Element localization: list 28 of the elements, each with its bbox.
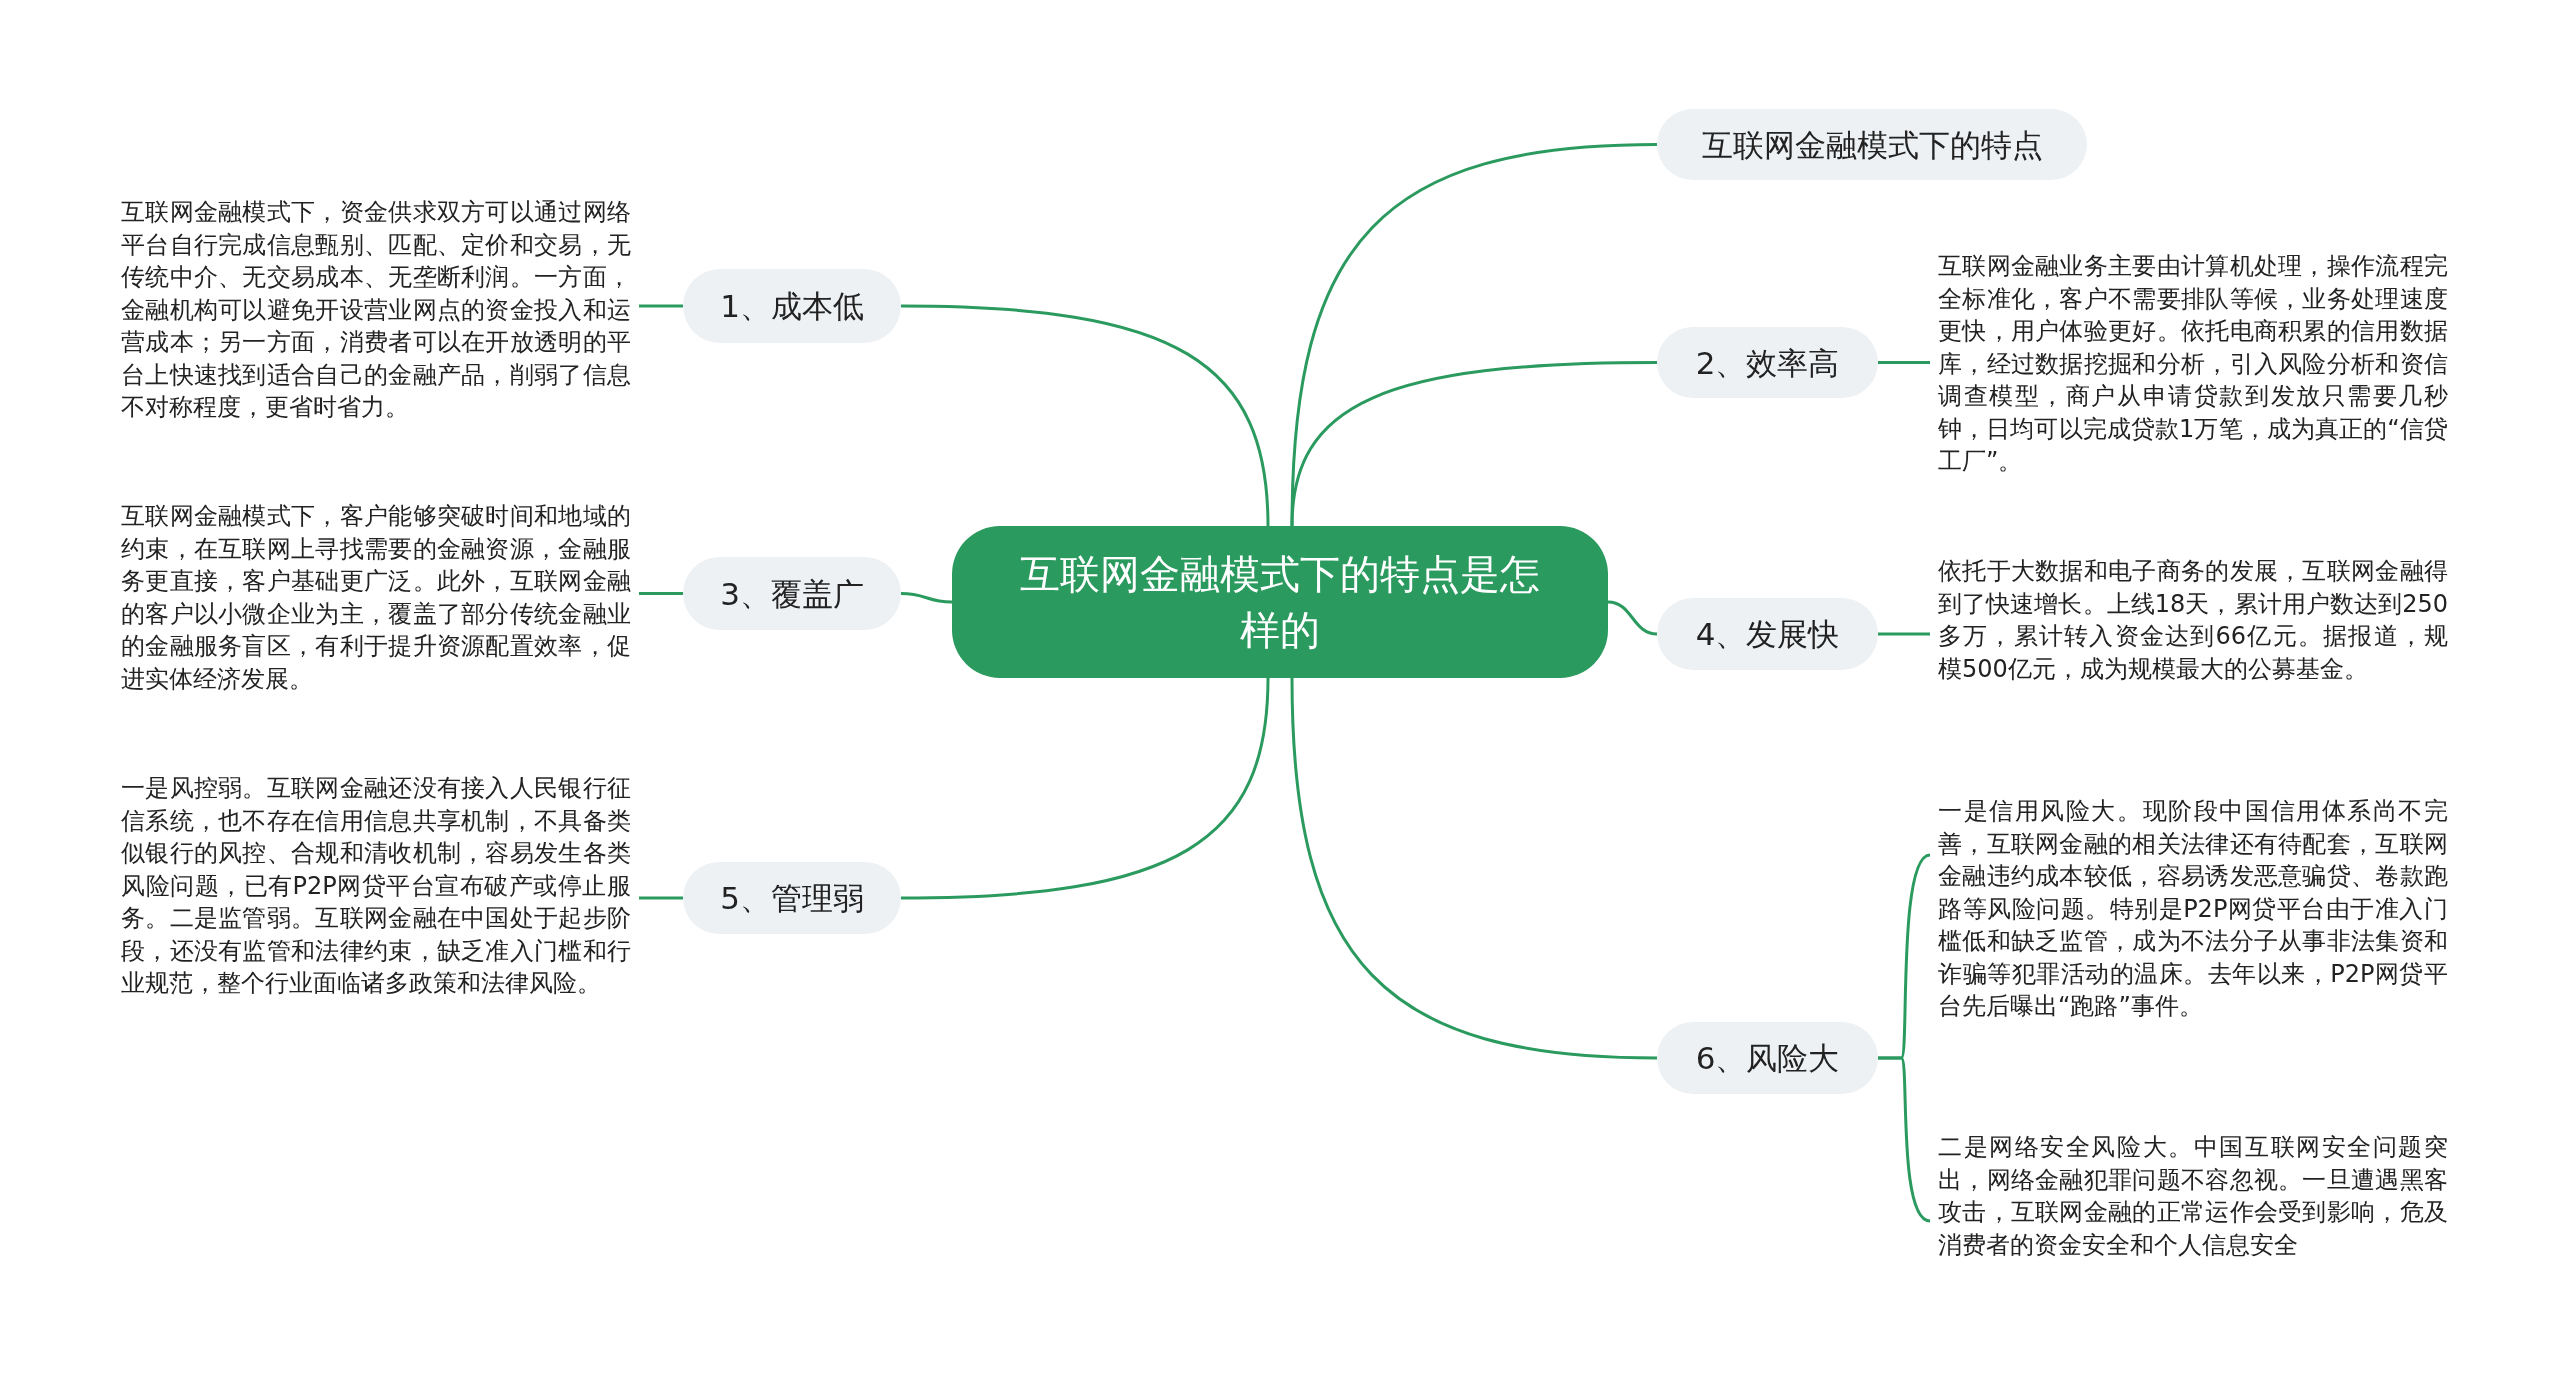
topic-box: 互联网金融模式下的特点是怎样的: [952, 526, 1608, 678]
description-text: 一是信用风险大。现阶段中国信用体系尚不完善，互联网金融的相关法律还有待配套，互联网金融违约成本较低，容易诱发恶意骗贷、卷款跑路等风险问题。特别是P2P网贷平台由于准入门槛低和缺乏监管，成为不法分子从事非法集资和诈骗等犯罪活动的温床。去年以来，P2P网贷平台先后曝出“跑路”事件。: [1938, 795, 2448, 1023]
connector-line: [639, 592, 683, 595]
connector-line: [900, 304, 1270, 527]
connector-line: [900, 677, 1270, 900]
connector-line: [900, 592, 953, 604]
description-text: 互联网金融模式下，客户能够突破时间和地域的约束，在互联网上寻找需要的金融资源，金融服务更直接，客户基础更广泛。此外，互联网金融的客户以小微企业为主，覆盖了部分传统金融业的金融服务盲区，有利于提升资源配置效率，促进实体经济发展。: [121, 500, 631, 695]
connector-line: [1290, 143, 1658, 527]
connector-line: [639, 896, 683, 900]
branch-box: 3、覆盖广: [683, 557, 901, 630]
description-text: 二是网络安全风险大。中国互联网安全问题突出，网络金融犯罪问题不容忽视。一旦遭遇黑客攻击，互联网金融的正常运作会受到影响，危及消费者的资金安全和个人信息安全: [1938, 1131, 2448, 1261]
branch-box: 4、发展快: [1657, 598, 1878, 670]
branch-box: 5、管理弱: [683, 862, 901, 934]
description-text: 互联网金融模式下，资金供求双方可以通过网络平台自行完成信息甄别、匹配、定价和交易，无传统中介、无交易成本、无垄断利润。一方面，金融机构可以避免开设营业网点的资金投入和运营成本；另一方面，消费者可以在开放透明的平台上快速找到适合自己的金融产品，削弱了信息不对称程度，更省时省力。: [121, 196, 631, 424]
branch-box: 2、效率高: [1657, 327, 1878, 398]
connector-line: [1878, 1056, 1931, 1223]
connector-line: [1878, 632, 1930, 636]
description-text: 依托于大数据和电子商务的发展，互联网金融得到了快速增长。上线18天，累计用户数达到250多万，累计转入资金达到66亿元。据报道，规模500亿元，成为规模最大的公募基金。: [1938, 555, 2448, 685]
connector-line: [1878, 361, 1930, 364]
branch-box: 1、成本低: [683, 269, 901, 343]
connector-line: [1290, 677, 1658, 1060]
connector-line: [1290, 361, 1657, 527]
description-text: 互联网金融业务主要由计算机处理，操作流程完全标准化，客户不需要排队等候，业务处理速度更快，用户体验更好。依托电商积累的信用数据库，经过数据挖掘和分析，引入风险分析和资信调查模型，商户从申请贷款到发放只需要几秒钟，日均可以完成贷款1万笔，成为真正的“信贷工厂”。: [1938, 250, 2448, 478]
connector-line: [639, 304, 683, 308]
branch-box: 互联网金融模式下的特点: [1657, 109, 2087, 180]
description-text: 一是风控弱。互联网金融还没有接入人民银行征信系统，也不存在信用信息共享机制，不具备类似银行的风控、合规和清收机制，容易发生各类风险问题，已有P2P网贷平台宣布破产或停止服务。二是监管弱。互联网金融在中国处于起步阶段，还没有监管和法律约束，缺乏准入门槛和行业规范，整个行业面临诸多政策和法律风险。: [121, 772, 631, 1000]
connector-line: [1607, 600, 1658, 636]
branch-box: 6、风险大: [1657, 1022, 1878, 1094]
